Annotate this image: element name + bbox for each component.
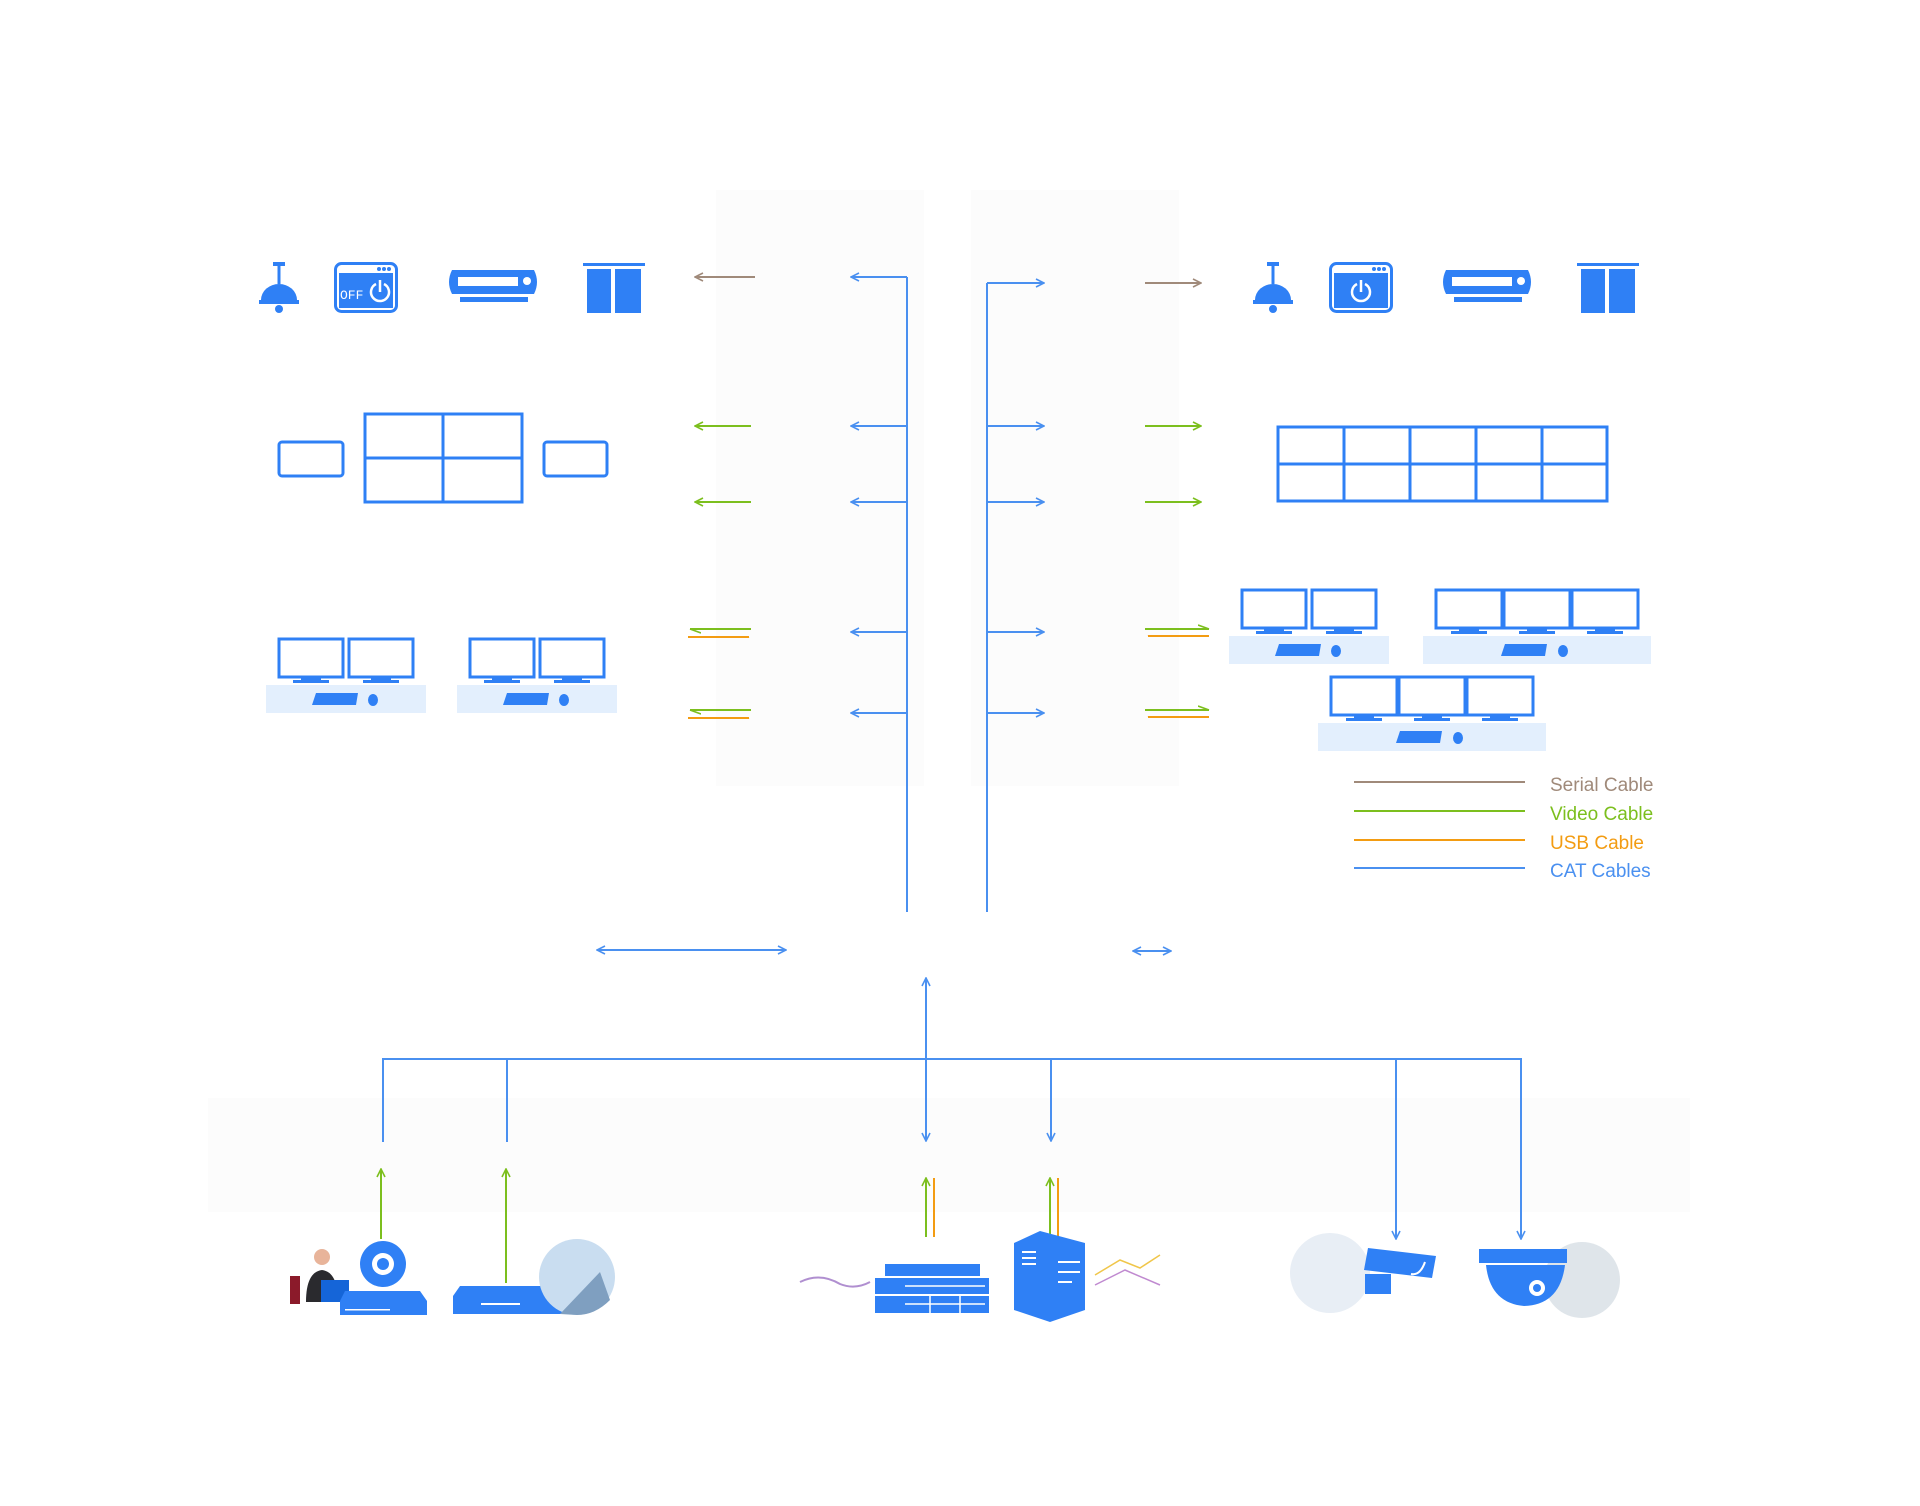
pendant-lamp-icon — [1253, 262, 1293, 313]
left-output-cables — [688, 277, 755, 719]
workstation-triple-monitor — [1423, 588, 1651, 664]
curtain-icon — [1577, 263, 1639, 313]
left-receiver-panel — [716, 190, 924, 786]
workstation-dual-monitor — [266, 637, 426, 713]
projector-icon — [1443, 270, 1531, 302]
right-output-cables — [1145, 283, 1209, 718]
webcam-icon — [290, 1241, 427, 1315]
power-off-label: OFF — [340, 288, 363, 303]
bullet-camera-icon — [1290, 1233, 1436, 1313]
legend: Serial Cable Video Cable USB Cable CAT C… — [1354, 775, 1654, 882]
dome-camera-icon — [1479, 1242, 1620, 1318]
legend-label-cat: CAT Cables — [1550, 861, 1651, 882]
bottom-transmitter-band — [208, 1098, 1690, 1212]
right-video-wall — [1276, 425, 1609, 503]
workstation-dual-monitor — [455, 637, 619, 715]
tower-server-icon — [1014, 1231, 1161, 1322]
curtain-icon — [583, 263, 645, 313]
rack-server-icon — [799, 1264, 989, 1313]
pendant-lamp-icon — [259, 262, 299, 313]
projector-icon — [449, 270, 537, 302]
set-top-box-icon — [453, 1239, 615, 1315]
right-receiver-panel — [971, 190, 1179, 786]
workstation-dual-monitor — [1227, 588, 1391, 666]
power-panel-icon: OFF — [334, 262, 398, 313]
legend-label-video: Video Cable — [1550, 804, 1653, 825]
left-cat-branches — [851, 277, 907, 713]
bottom-source-cables — [381, 1169, 1059, 1283]
power-panel-icon — [1329, 262, 1393, 313]
workstation-triple-monitor — [1316, 675, 1548, 753]
legend-label-serial: Serial Cable — [1550, 775, 1654, 796]
right-cat-branches — [987, 283, 1044, 713]
bottom-cat-bus — [382, 1058, 1522, 1239]
legend-label-usb: USB Cable — [1550, 833, 1644, 854]
left-video-wall — [277, 412, 609, 504]
